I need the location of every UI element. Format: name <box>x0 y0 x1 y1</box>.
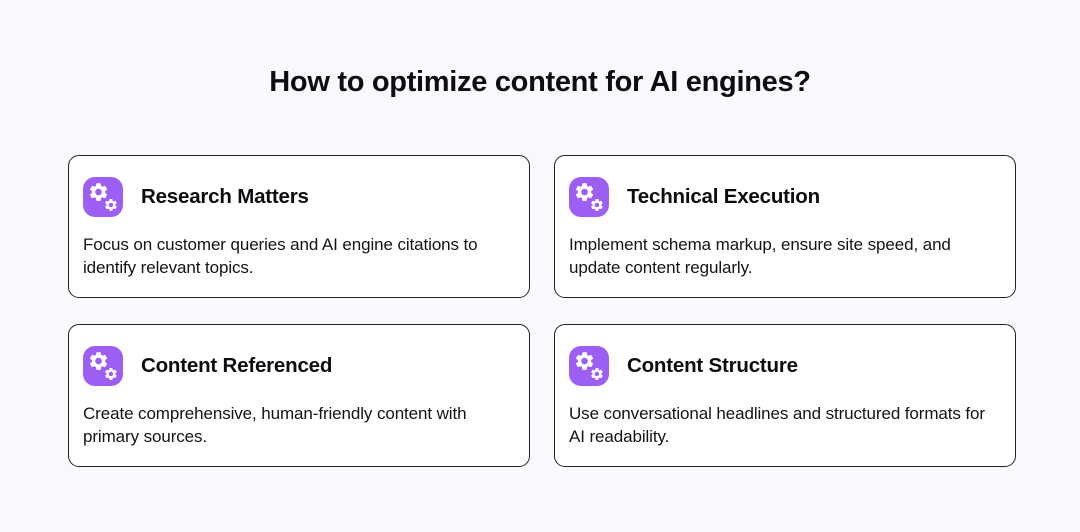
gears-icon <box>569 177 609 217</box>
card-title: Research Matters <box>141 185 309 208</box>
card-title: Technical Execution <box>627 185 820 208</box>
card-research-matters: Research Matters Focus on customer queri… <box>68 155 530 298</box>
card-description: Use conversational headlines and structu… <box>569 404 985 446</box>
card-header: Content Referenced <box>83 346 511 386</box>
card-header: Content Structure <box>569 346 997 386</box>
card-content-structure: Content Structure Use conversational hea… <box>554 324 1016 467</box>
card-technical-execution: Technical Execution Implement schema mar… <box>554 155 1016 298</box>
infographic-page: How to optimize content for AI engines? <box>0 66 1080 532</box>
card-description: Implement schema markup, ensure site spe… <box>569 235 951 277</box>
gears-icon <box>83 177 123 217</box>
card-header: Research Matters <box>83 177 511 217</box>
card-title: Content Referenced <box>141 354 333 377</box>
card-description: Focus on customer queries and AI engine … <box>83 235 478 277</box>
card-description: Create comprehensive, human-friendly con… <box>83 404 467 446</box>
card-header: Technical Execution <box>569 177 997 217</box>
card-title: Content Structure <box>627 354 798 377</box>
card-grid: Research Matters Focus on customer queri… <box>68 155 1016 467</box>
gears-icon <box>83 346 123 386</box>
gears-icon <box>569 346 609 386</box>
page-title: How to optimize content for AI engines? <box>269 66 811 98</box>
card-content-referenced: Content Referenced Create comprehensive,… <box>68 324 530 467</box>
